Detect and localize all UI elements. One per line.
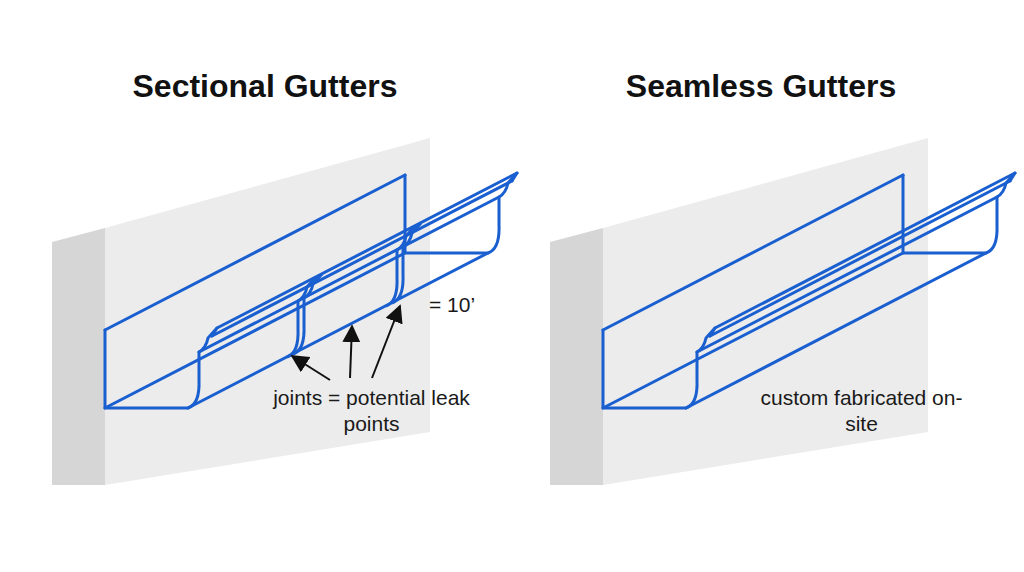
note-label: custom fabricated on-site <box>759 385 964 438</box>
panel-title: Seamless Gutters <box>551 66 971 106</box>
panel-title: Sectional Gutters <box>55 66 475 106</box>
sectional-gutter <box>52 138 517 485</box>
seamless-gutter <box>550 138 1015 485</box>
dimension-label: = 10’ <box>417 292 487 318</box>
note-label: joints = potential leak points <box>269 385 474 438</box>
leader-arrows <box>292 306 400 380</box>
gutter-joints <box>287 223 421 357</box>
